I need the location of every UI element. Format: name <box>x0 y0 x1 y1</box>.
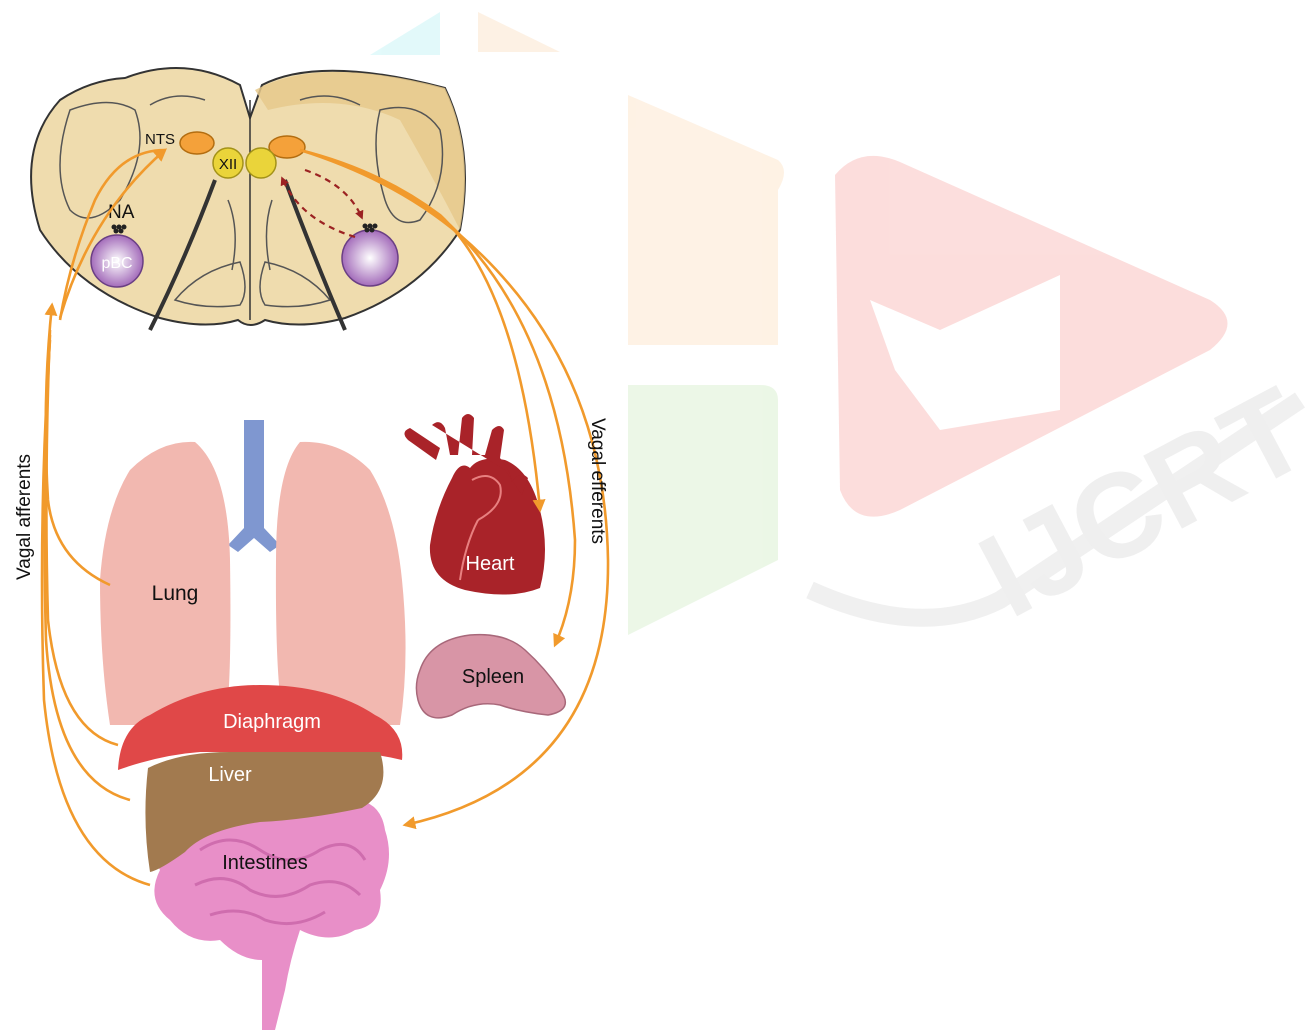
nts-nucleus-left <box>180 132 214 154</box>
nts-label: NTS <box>145 131 175 148</box>
intestines-label: Intestines <box>222 852 308 874</box>
liver-label: Liver <box>208 764 252 786</box>
lung-label: Lung <box>152 582 199 605</box>
vagal-efferents-label: Vagal efferents <box>587 418 608 544</box>
vagal-afferents-label: Vagal afferents <box>14 454 35 580</box>
xii-nucleus-right <box>246 148 276 178</box>
na-label: NA <box>108 202 135 223</box>
nts-nucleus-right <box>269 136 305 158</box>
diaphragm-label: Diaphragm <box>223 711 321 733</box>
heart-label: Heart <box>466 553 515 575</box>
xii-label: XII <box>219 156 237 173</box>
pbc-nucleus-right <box>342 230 398 286</box>
pbc-label: pBC <box>101 255 132 272</box>
spleen-label: Spleen <box>462 666 524 688</box>
trachea <box>228 420 280 552</box>
lung-right <box>276 442 406 725</box>
